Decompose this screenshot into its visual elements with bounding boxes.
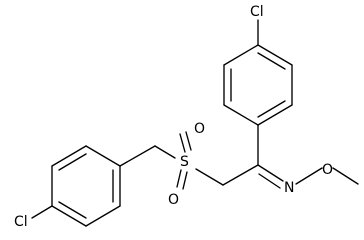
ring-double-bond xyxy=(58,153,87,171)
bond-c-n-double xyxy=(257,164,284,182)
oxygen-methoxy-label: O xyxy=(322,162,333,178)
ring-bond xyxy=(51,205,87,227)
atom-labels: Cl S O O N O Cl xyxy=(14,4,333,230)
ring-double-bond xyxy=(58,201,87,219)
bond-s-o-upper xyxy=(179,133,186,153)
bond-c-n-double xyxy=(258,173,281,189)
bond-s-o-lower xyxy=(182,171,188,190)
ring-bond xyxy=(85,205,121,227)
sulfonyl-group xyxy=(154,131,192,190)
bond-s-o-upper xyxy=(185,131,192,151)
oxygen-upper-label: O xyxy=(194,121,205,137)
bond-n-o xyxy=(295,167,323,185)
ring-double-bond xyxy=(257,52,286,70)
sulfur-label: S xyxy=(180,154,189,170)
bond-ch2-ring xyxy=(119,145,156,167)
lower-aryl-ring xyxy=(31,145,156,227)
ring-bond xyxy=(257,104,293,126)
upper-aryl-ring xyxy=(223,19,293,126)
bond-oxime-carbon-ch2 xyxy=(222,164,259,186)
nitrogen-label: N xyxy=(284,180,294,196)
ring-bond xyxy=(51,145,87,167)
ring-bond xyxy=(223,104,259,126)
bond-ring-cl xyxy=(31,205,53,219)
bond-s-benzyl-ch2 xyxy=(154,145,176,159)
ring-bond xyxy=(257,44,293,66)
ring-bond xyxy=(223,44,259,66)
bond-ch2-sulfur xyxy=(195,168,224,186)
ring-double-bond xyxy=(257,100,286,118)
chlorine-top-label: Cl xyxy=(250,4,264,20)
oxime-group xyxy=(257,124,359,189)
ring-bond xyxy=(85,145,121,167)
chlorine-bottom-label: Cl xyxy=(14,214,28,230)
oxygen-lower-label: O xyxy=(168,192,179,208)
methylene-linker xyxy=(195,164,259,186)
bond-s-o-lower xyxy=(176,169,182,188)
bond-o-methyl xyxy=(332,167,359,185)
